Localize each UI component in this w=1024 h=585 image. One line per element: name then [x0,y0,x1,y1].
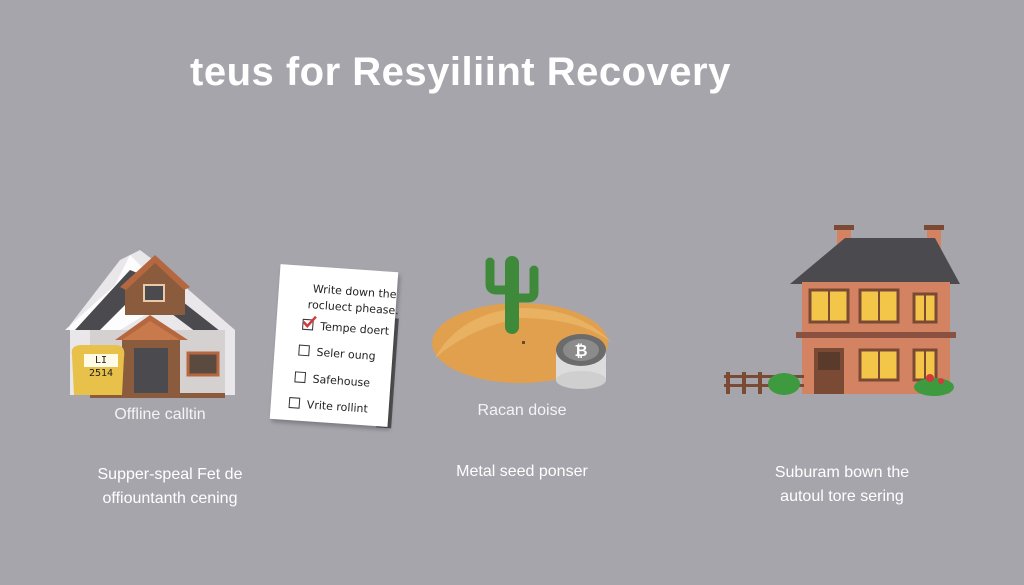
cabin-sign: LI 2514 [84,354,118,379]
checklist-card: Write down the rocluect phease. Tempe do… [269,264,400,429]
panel4-description: Suburam bown the autoul tore sering [752,461,932,509]
check-mark-icon [302,315,317,328]
checklist-header: rocluect phease. [307,298,400,318]
panel3-caption: Racan doise [477,402,567,419]
panel4-description-line: Suburam bown the [774,464,910,481]
panel3-description: Metal seed ponser [432,460,612,484]
panel1-description-line: offiountanth cening [102,490,238,507]
panel4-description-line: autoul tore sering [780,488,904,505]
suburban-house-illustration [724,225,960,396]
page-title: teus for Resyiliint Recovery [190,50,731,94]
checklist-paper: Write down the rocluect phease. Tempe do… [269,264,400,427]
panel1-description-line: Supper-speal Fet de [97,466,243,483]
panel1-caption: Offline calltin [114,406,206,423]
checklist-item-label: Tempe doert [319,320,390,338]
panel1-description: Supper-speal Fet de offiountanth cening [80,463,260,511]
bitcoin-icon: ₿ [556,334,606,389]
checkbox[interactable] [298,344,310,357]
checklist-item-label: Vrite rollint [306,398,369,416]
panel3-description-line: Metal seed ponser [456,463,588,480]
checkbox[interactable] [288,397,301,409]
checklist-item-label: Safehouse [312,372,371,390]
checklist-item-label: Seler oung [316,345,377,363]
svg-text:₿: ₿ [574,341,587,360]
cabin-illustration [65,250,235,398]
checkbox[interactable] [294,371,307,384]
